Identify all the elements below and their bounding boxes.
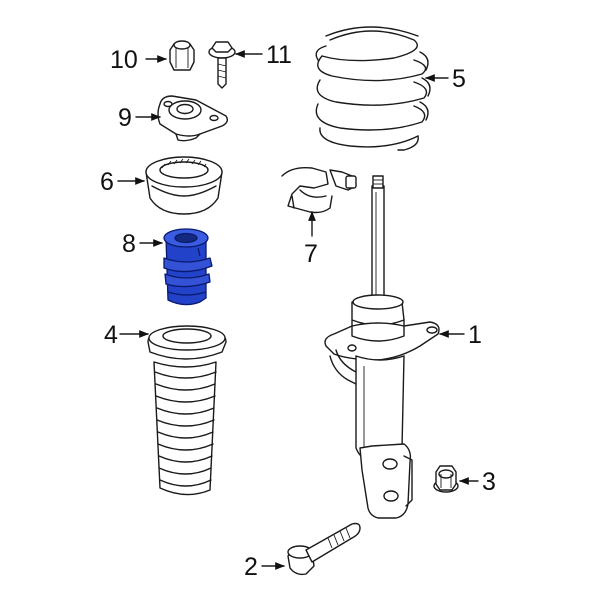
part-2-bolt[interactable]: [287, 522, 361, 576]
part-10-nut[interactable]: [169, 40, 195, 71]
callout-2: 2: [244, 553, 258, 581]
callout-7: 7: [304, 240, 318, 268]
callout-1: 1: [468, 321, 482, 349]
callout-9: 9: [118, 104, 132, 132]
callout-8: 8: [122, 230, 136, 258]
callout-6: 6: [100, 168, 114, 196]
part-4-dust-boot[interactable]: [147, 325, 227, 496]
part-6-bearing[interactable]: [145, 156, 223, 215]
callout-5: 5: [452, 65, 466, 93]
callout-4: 4: [104, 321, 118, 349]
part-7-bracket[interactable]: [281, 166, 357, 214]
part-1-strut[interactable]: [324, 175, 440, 519]
part-9-mount-plate[interactable]: [157, 95, 229, 142]
callout-11: 11: [266, 41, 292, 69]
callout-3: 3: [482, 468, 496, 496]
part-5-coil-spring[interactable]: [315, 26, 431, 151]
part-8-bump-stop[interactable]: [163, 228, 213, 306]
part-3-flange-nut[interactable]: [433, 465, 459, 493]
part-11-bolt[interactable]: [208, 41, 236, 89]
callout-10: 10: [110, 46, 138, 74]
